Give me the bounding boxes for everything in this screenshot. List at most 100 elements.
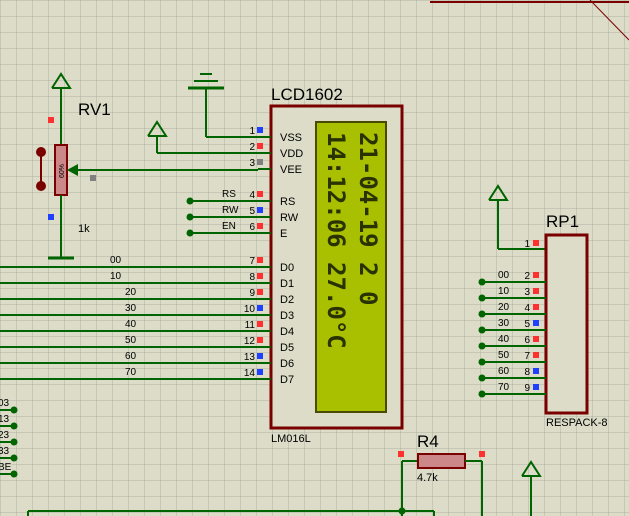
junction-dot [478,374,486,382]
wiper-arrow-icon [67,164,78,176]
lcd-pin-number: 7 [249,256,255,267]
pin-marker [48,117,54,123]
lcd-pin-name: D0 [280,262,294,274]
junction-dot [478,294,486,302]
ctrl-net-label: RS [222,189,236,200]
lcd-display-line2: 14:12:06 27.0°C [322,132,350,349]
rp1-pin-number: 5 [524,319,530,330]
data-net-label: 40 [125,319,137,330]
lcd-screen [315,121,387,413]
rp1-pin-number: 2 [524,271,530,282]
data-net-label: 70 [125,367,137,378]
lcd-pin-number: 1 [249,126,255,137]
rp1-pin-number: 7 [524,351,530,362]
pin-marker [90,175,96,181]
lcd-pin-name: D2 [280,294,294,306]
rp1-net-label: 60 [498,366,510,377]
ctrl-net-label: EN [222,221,236,232]
lcd-pin-number: 9 [249,288,255,299]
junction-dot [478,390,486,398]
left-net-label: 13 [0,414,10,425]
rp1-net-label: 30 [498,318,510,329]
junction-dot [478,326,486,334]
pin-marker [479,451,485,457]
rv1-potentiometer[interactable]: 60% RV1 1k [36,72,111,260]
pin-marker [533,272,539,278]
pin-marker [533,336,539,342]
power-terminal-icon [521,460,542,477]
lcd-ref-label: LCD1602 [271,85,343,104]
lcd1602-component[interactable]: LCD1602 LM016L 21-04-19 2 0 14:12:06 27.… [244,85,404,445]
rp1-net-label: 70 [498,382,510,393]
junction-dot [478,278,486,286]
pin-marker [257,369,263,375]
lcd-pin-name: VDD [280,148,303,160]
pin-marker [257,223,263,229]
junction-dot [478,358,486,366]
data-net-label: 50 [125,335,137,346]
lcd-pin-number: 14 [244,368,256,379]
pin-marker [257,273,263,279]
rv1-ref-label: RV1 [78,100,111,119]
r4-value-label: 4.7k [417,472,438,484]
r4-body [417,453,466,469]
rp1-part-label: RESPACK-8 [546,417,608,429]
lcd-pin-name: RW [280,212,299,224]
lcd-pin-number: 13 [244,352,256,363]
lcd-pin-name: RS [280,196,295,208]
lcd-pin-number: 10 [244,304,256,315]
pin-marker [257,289,263,295]
lcd-pin-name: E [280,228,287,240]
junction-dot [10,454,18,462]
pin-marker [533,368,539,374]
lcd-pin-number: 6 [249,222,255,233]
data-net-label: 20 [125,287,137,298]
pin-marker [533,288,539,294]
lcd-pin-number: 8 [249,272,255,283]
rp1-net-label: 40 [498,334,510,345]
power-terminal-icon [51,72,72,89]
junction-dot [10,406,18,414]
rv1-percent-label: 60% [59,164,66,178]
junction-dot [478,342,486,350]
r4-resistor[interactable]: R4 4.7k [398,432,485,516]
lcd-pin-name: D4 [280,326,294,338]
lcd-pin-number: 12 [244,336,256,347]
power-symbol-bottom [521,460,542,516]
lcd-pin-number: 11 [245,320,256,331]
pin-marker [533,240,539,246]
rp1-net-label: 10 [498,286,510,297]
rp1-net-label: 50 [498,350,510,361]
lcd-pin-name: VEE [280,164,302,176]
data-net-label: 00 [110,255,122,266]
pin-marker [533,352,539,358]
junction-dot [186,229,194,237]
pin-marker [257,305,263,311]
data-net-label: 30 [125,303,137,314]
rv1-value-label: 1k [78,223,90,235]
junction-dot [10,422,18,430]
data-net-label: 10 [110,271,122,282]
lcd-display-line1: 21-04-19 2 0 [354,132,382,305]
left-net-label: 23 [0,430,10,441]
lcd-pin-name: D3 [280,310,294,322]
r4-ref-label: R4 [417,432,439,451]
pin-marker [533,320,539,326]
lcd-pin-name: D1 [280,278,294,290]
lcd-pin-name: D7 [280,374,294,386]
lcd-part-label: LM016L [271,433,311,445]
pin-marker [533,384,539,390]
pin-marker [257,191,263,197]
ctrl-net-label: RW [222,205,239,216]
lcd-pin-name: D6 [280,358,294,370]
pin-marker [257,337,263,343]
junction-dot [10,470,18,478]
pin-marker [48,214,54,220]
pin-marker [257,321,263,327]
pin-marker [533,304,539,310]
rp1-pin-number: 3 [524,287,530,298]
pin-marker [257,257,263,263]
